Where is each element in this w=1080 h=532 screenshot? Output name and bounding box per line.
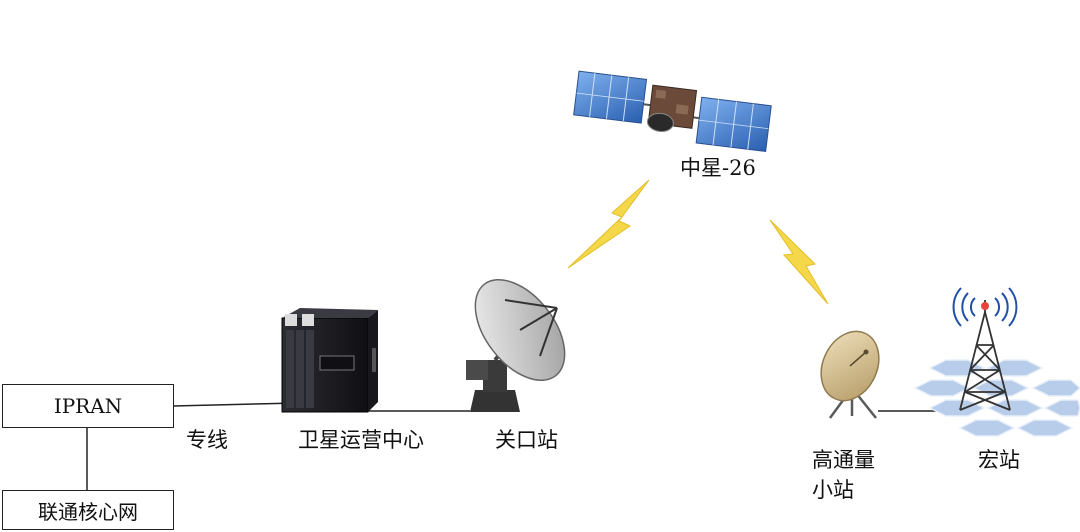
- satellite-label: 中星-26: [680, 156, 756, 180]
- hex-cell-grid: [913, 359, 1080, 437]
- signal-waves-icon: [952, 287, 1018, 327]
- gateway-station-label: 关口站: [495, 428, 558, 452]
- tower-beacon-icon: [981, 302, 989, 310]
- small-station-label-line1: 高通量: [812, 448, 875, 472]
- server-icon: [281, 308, 378, 413]
- lightning-icon: [769, 219, 829, 305]
- satellite-icon: [573, 70, 772, 153]
- satellite-ops-center-label: 卫星运营中心: [298, 428, 424, 452]
- ipran-label: IPRAN: [53, 394, 123, 418]
- lightning-icon: [567, 179, 650, 269]
- core-network-label: 联通核心网: [38, 499, 138, 524]
- dedicated-line-label: 专线: [186, 428, 228, 452]
- ipran-box: IPRAN: [2, 384, 174, 428]
- macro-station-label: 宏站: [978, 448, 1020, 472]
- core-network-box: 联通核心网: [2, 490, 174, 530]
- small-station-dish-icon: [820, 330, 880, 419]
- gateway-dish-icon: [466, 278, 566, 412]
- small-station-label-line2: 小站: [812, 478, 854, 502]
- tower-icon: [959, 300, 1011, 411]
- ipran-to-ops-line: [172, 402, 299, 407]
